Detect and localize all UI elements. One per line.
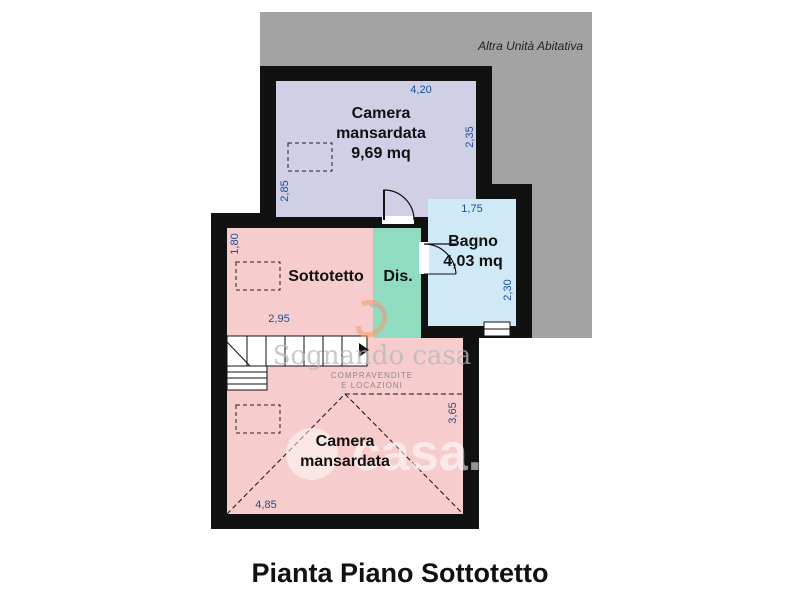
camera-top-area: 9,69 mq xyxy=(351,145,411,162)
watermark-sognando: Sognando casa COMPRAVENDITE E LOCAZIONI xyxy=(273,299,472,390)
casa-it-logo-icon xyxy=(286,428,338,480)
bagno-area: 4,03 mq xyxy=(443,253,503,270)
skylights xyxy=(235,142,333,434)
dim-sottotetto-width: 2,95 xyxy=(268,313,289,325)
room-bagno xyxy=(428,199,516,326)
stair-arrow-icon xyxy=(359,343,369,357)
room-sottotetto xyxy=(227,228,373,324)
watermark-tagline-2: E LOCAZIONI xyxy=(341,381,403,390)
staircase xyxy=(226,335,368,391)
bagno-window xyxy=(483,321,511,337)
sottotetto-name: Sottotetto xyxy=(288,268,364,285)
plan-title: Pianta Piano Sottotetto xyxy=(251,558,549,588)
dim-sottotetto-left: 1,80 xyxy=(229,233,241,254)
bagno-name: Bagno xyxy=(448,233,498,250)
dim-camera-bottom-width: 4,85 xyxy=(255,499,276,511)
door-bagno xyxy=(419,242,457,275)
dim-bagno-height: 2,30 xyxy=(502,279,514,300)
dim-camera-top-depth: 2,35 xyxy=(464,126,476,147)
camera-bottom-name-line1: Camera xyxy=(316,433,375,450)
camera-bottom-name-line2: mansardata xyxy=(300,453,390,470)
watermark-portal: casa.it xyxy=(352,424,514,482)
camera-top-name-line2: mansardata xyxy=(336,125,426,142)
room-camera-top xyxy=(276,81,476,217)
camera-top-name-line1: Camera xyxy=(352,105,411,122)
dim-bagno-width: 1,75 xyxy=(461,203,482,215)
door-camera-top xyxy=(382,189,415,224)
watermark-casa-it: casa.it xyxy=(286,424,514,482)
dim-camera-top-left: 2,85 xyxy=(279,180,291,201)
dim-camera-bottom-right: 3,65 xyxy=(447,402,459,423)
room-dis xyxy=(373,228,421,338)
watermark-brand: Sognando casa xyxy=(273,341,472,371)
dis-name: Dis. xyxy=(383,268,412,285)
neighbor-unit-label: Altra Unità Abitativa xyxy=(477,39,583,53)
dim-camera-top-width: 4,20 xyxy=(410,84,431,96)
watermark-tagline-1: COMPRAVENDITE xyxy=(331,371,413,380)
stair-landing xyxy=(227,324,373,338)
